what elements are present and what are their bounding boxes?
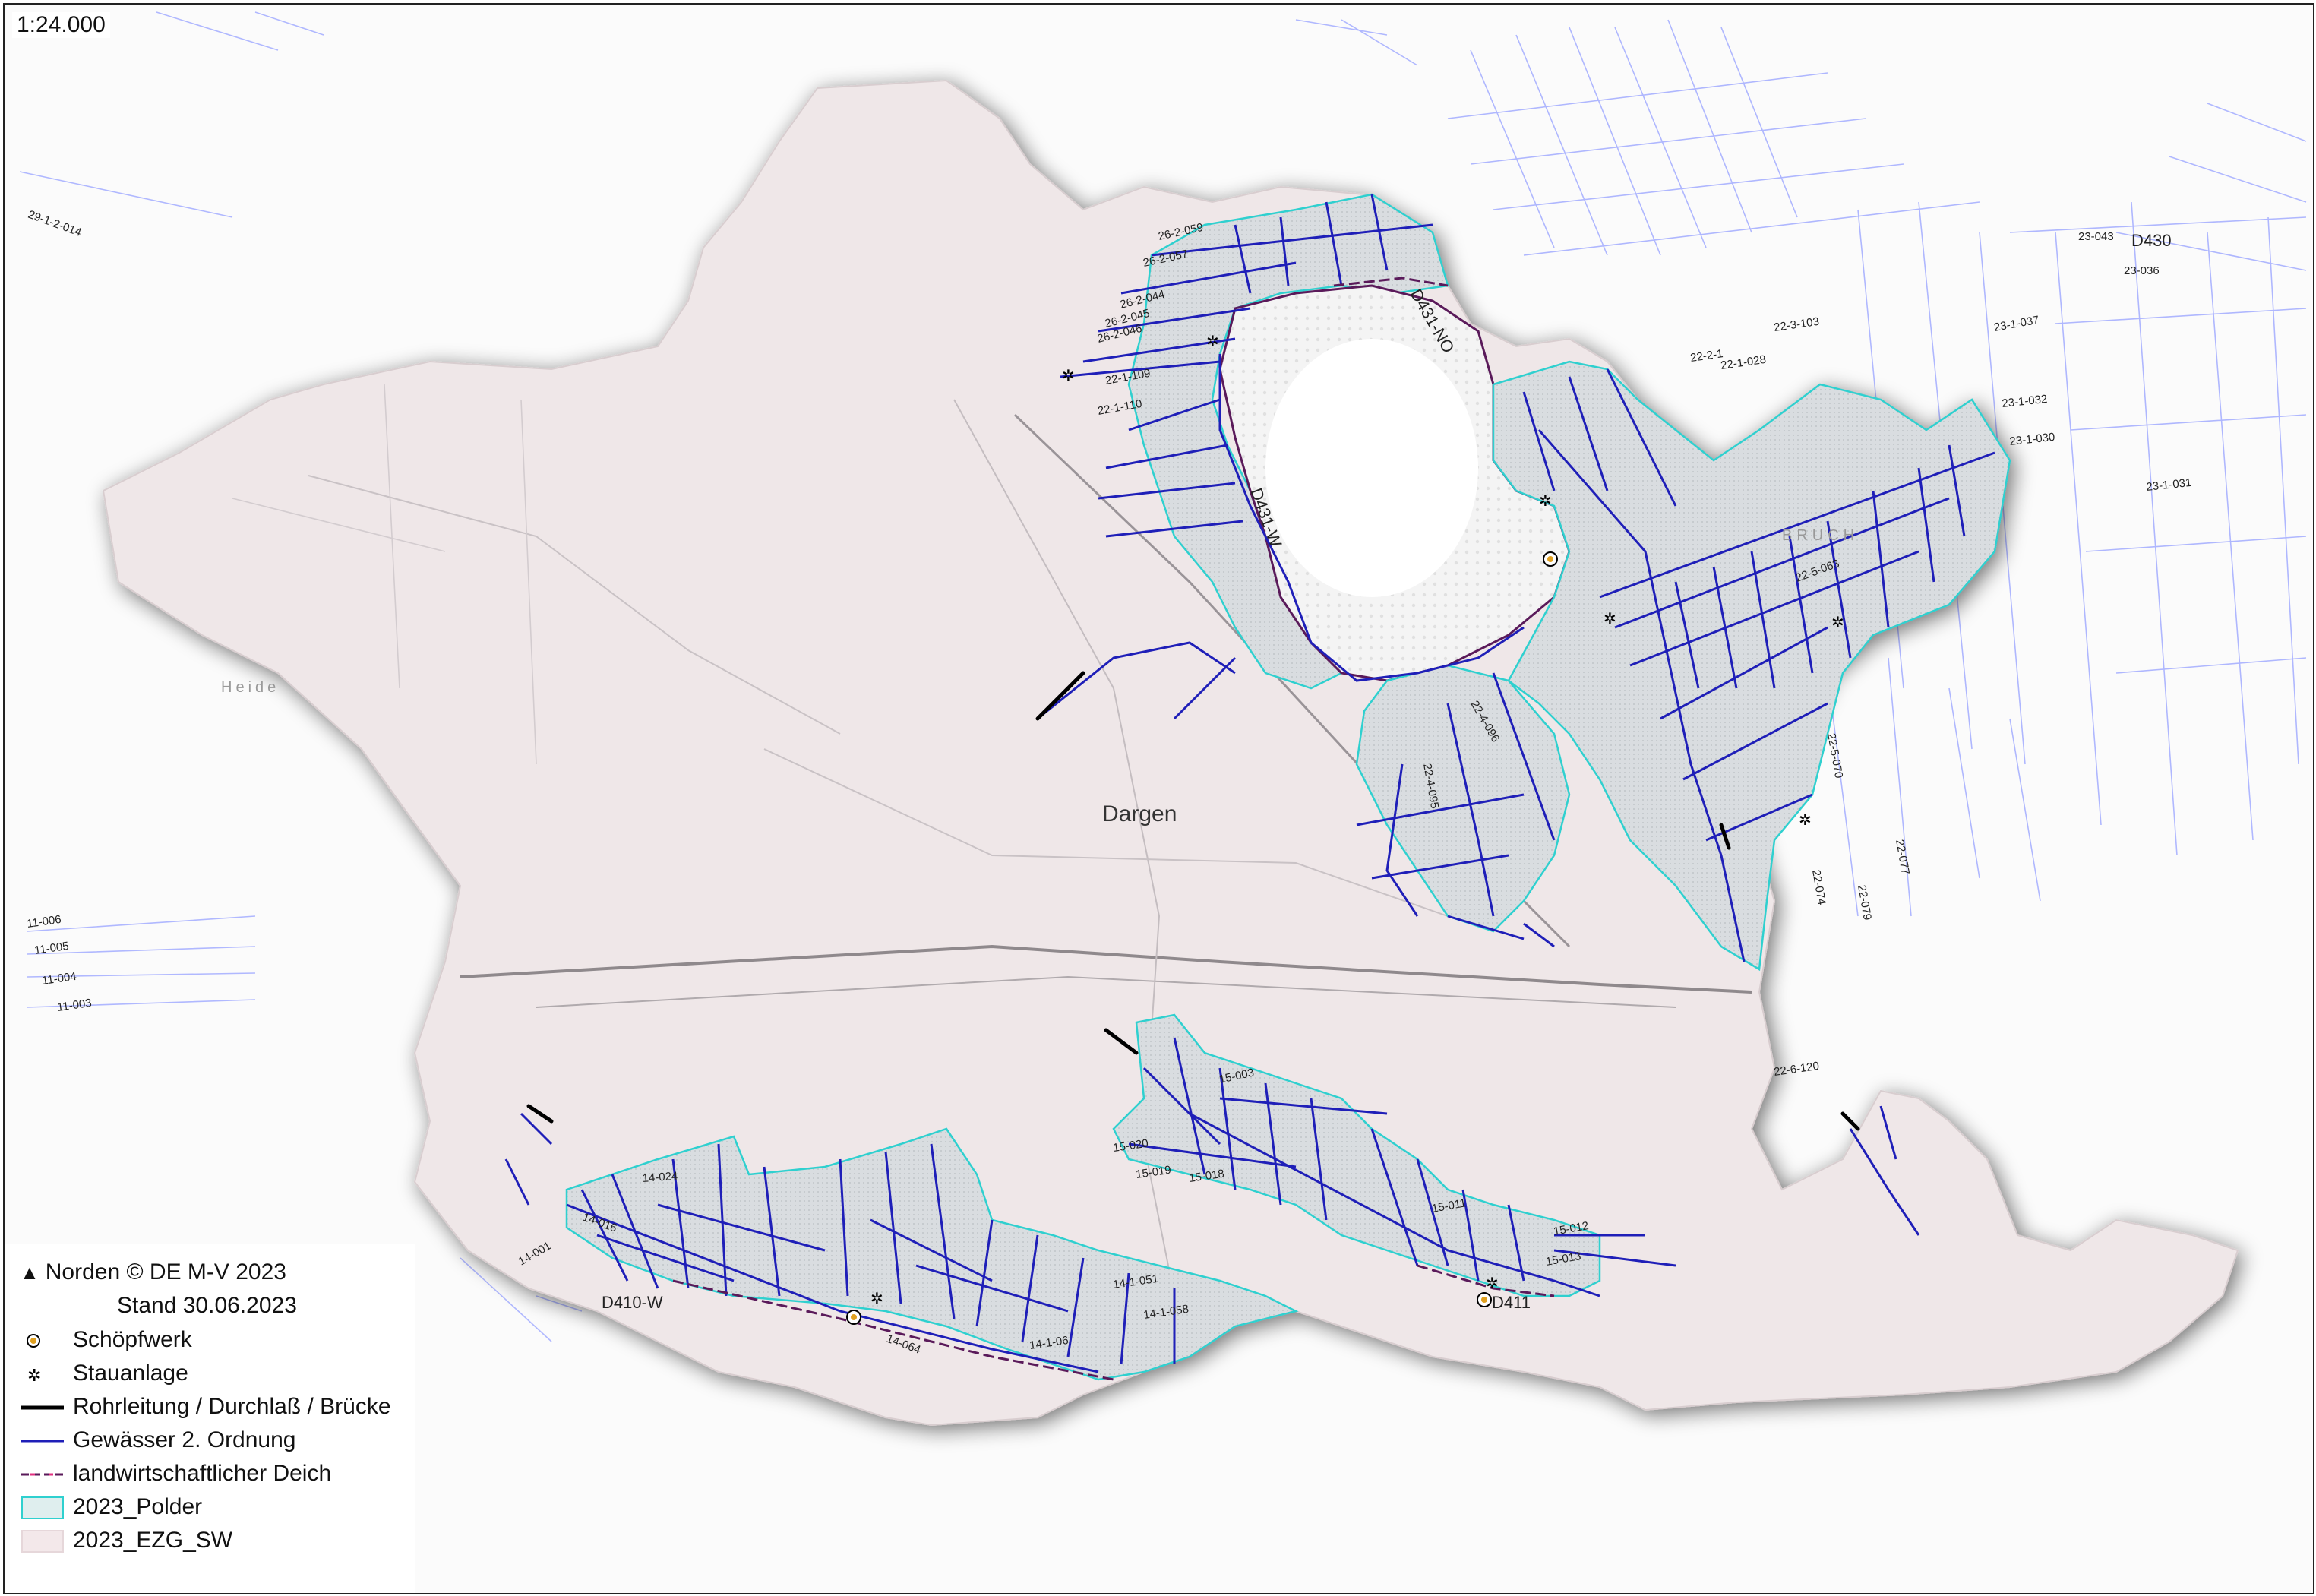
map-label: 23-1-032 [2002, 393, 2048, 410]
legend-label: Rohrleitung / Durchlaß / Brücke [73, 1394, 391, 1419]
map-viewport[interactable]: Dargen D430 D431-NO D431-W D410-W D411 2… [3, 3, 2314, 1594]
ezg-swatch [21, 1530, 64, 1553]
map-legend: ▲ Norden © DE M-V 2023 Stand 30.06.2023 S… [5, 1244, 415, 1593]
weir-icon: ✲ [1799, 812, 1812, 829]
map-label: BRUCH [1782, 527, 1859, 544]
legend-item-dike: landwirtschaftlicher Deich [20, 1459, 415, 1489]
polder-swatch [21, 1496, 64, 1519]
dike-line-symbol [21, 1473, 64, 1476]
legend-north: ▲ Norden © DE M-V 2023 [20, 1259, 286, 1285]
north-arrow-icon: ▲ [20, 1261, 39, 1284]
polder-south-west [565, 1127, 1299, 1381]
map-canvas[interactable]: Dargen D430 D431-NO D431-W D410-W D411 2… [5, 5, 2313, 1593]
map-label: D410-W [602, 1293, 663, 1312]
legend-label: Stauanlage [73, 1361, 188, 1386]
legend-item-pipe: Rohrleitung / Durchlaß / Brücke [20, 1392, 415, 1422]
map-label: 15-020 [1112, 1137, 1149, 1155]
map-label: 23-1-037 [1993, 314, 2040, 334]
map-label: 15-018 [1188, 1168, 1225, 1185]
map-label: 22-5-070 [1825, 732, 1845, 779]
legend-item-pump-station: Schöpfwerk [20, 1325, 415, 1355]
legend-label: 2023_EZG_SW [73, 1528, 233, 1553]
legend-item-ezg: 2023_EZG_SW [20, 1525, 415, 1556]
legend-date: Stand 30.06.2023 [117, 1293, 297, 1318]
scale-label: 1:24.000 [12, 12, 110, 38]
legend-north-text: Norden © DE M-V 2023 [45, 1259, 286, 1285]
pipes-culverts [526, 671, 1860, 1131]
map-label: 22-074 [1809, 869, 1828, 906]
pump-station-icon [846, 1310, 861, 1325]
map-label: 23-036 [2124, 264, 2160, 277]
lake-open-water [1265, 339, 1478, 597]
legend-label: Gewässer 2. Ordnung [73, 1427, 296, 1452]
map-label: D430 [2131, 231, 2172, 250]
weir-icon: ✲ [1486, 1275, 1499, 1292]
weir-icon: ✲ [1831, 615, 1844, 631]
legend-label: landwirtschaftlicher Deich [73, 1461, 332, 1486]
map-label: 11-004 [41, 970, 77, 988]
map-label: 22-2-1 [1689, 347, 1724, 365]
waterways-second-order [504, 194, 1995, 1373]
map-label: 11-006 [26, 913, 62, 931]
weir-icon: ✲ [1604, 611, 1616, 627]
weir-icon: ✲ [1206, 333, 1219, 350]
map-label: 23-1-030 [2009, 431, 2055, 448]
map-label: 11-003 [56, 997, 93, 1014]
map-label: D411 [1492, 1293, 1531, 1312]
map-label: 23-1-031 [2146, 476, 2192, 494]
weir-icon: ✲ [870, 1291, 883, 1307]
pump-station-icon [1543, 551, 1558, 567]
map-label: 23-043 [2078, 230, 2114, 243]
legend-item-weir: ✲ Stauanlage [20, 1358, 415, 1389]
water-line-symbol [21, 1440, 64, 1443]
map-label: 11-005 [33, 940, 70, 957]
weir-icon: ✲ [1062, 368, 1075, 384]
legend-label: 2023_Polder [73, 1494, 203, 1519]
legend-item-polder: 2023_Polder [20, 1492, 415, 1522]
pump-station-icon [1477, 1292, 1492, 1307]
polder-east-inner [1355, 664, 1571, 933]
map-label: 22-6-120 [1773, 1060, 1820, 1079]
pump-stations [846, 551, 1558, 1325]
place-name: Dargen [1102, 801, 1177, 826]
map-label: 22-077 [1893, 839, 1912, 876]
map-label: 15-019 [1135, 1164, 1172, 1181]
polder-east [1492, 360, 2011, 972]
map-label: 22-3-103 [1773, 315, 1820, 334]
svg-text:✲: ✲ [27, 1366, 41, 1385]
weir-icon: ✲ [27, 1366, 41, 1385]
weirs: ✲ ✲ ✲ ✲ ✲ ✲ ✲ ✲ [870, 333, 1844, 1307]
polder-south-central [1112, 1013, 1601, 1297]
map-label: 14-024 [642, 1170, 678, 1185]
map-label: 22-1-028 [1720, 353, 1767, 372]
weir-icon: ✲ [1539, 493, 1552, 510]
map-label: 29-1-2-014 [27, 208, 84, 239]
pipe-line-symbol [21, 1405, 64, 1410]
legend-label: Schöpfwerk [73, 1327, 192, 1352]
map-label: Heide [221, 679, 280, 696]
agricultural-dikes [672, 277, 1555, 1381]
pump-station-icon [27, 1334, 40, 1348]
legend-item-waterway: Gewässer 2. Ordnung [20, 1425, 415, 1455]
